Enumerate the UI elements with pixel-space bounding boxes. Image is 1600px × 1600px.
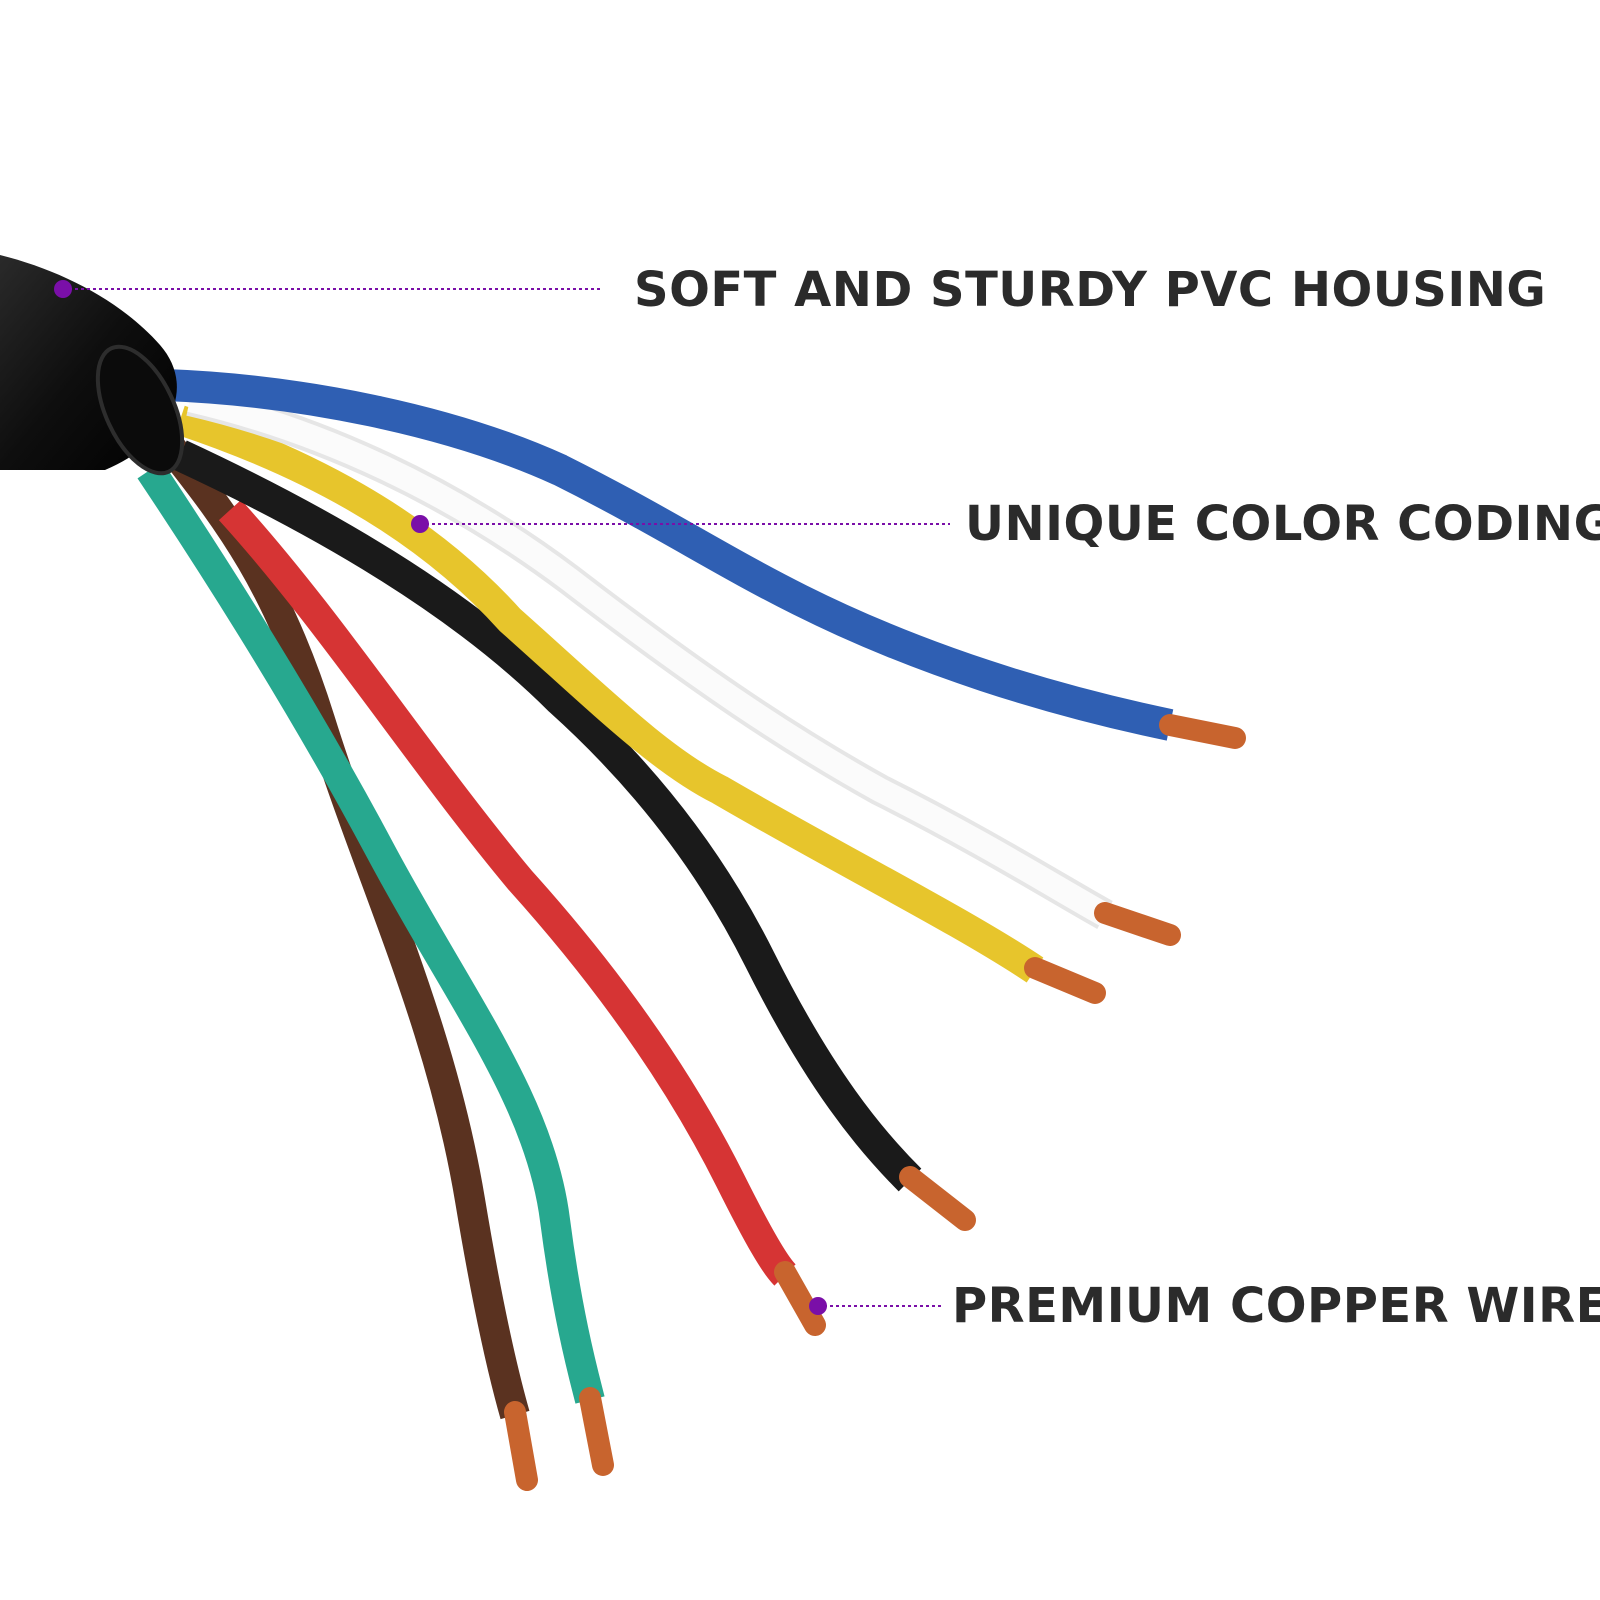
wire-red	[218, 499, 826, 1336]
callout-line-copper	[809, 1297, 942, 1315]
wire-green	[137, 461, 614, 1476]
wire-blue	[164, 369, 1246, 749]
callout-color-coding-label: UNIQUE COLOR CODING	[965, 496, 1600, 552]
pvc-jacket	[0, 255, 185, 476]
callout-line-color-coding	[411, 515, 950, 533]
wire-yellow	[175, 405, 1106, 1004]
wire-white	[186, 384, 1181, 946]
callout-line-housing	[54, 280, 600, 298]
wire-black	[173, 440, 976, 1231]
callout-housing-label: SOFT AND STURDY PVC HOUSING	[634, 262, 1547, 318]
callout-copper-label: PREMIUM COPPER WIRES	[952, 1278, 1600, 1334]
